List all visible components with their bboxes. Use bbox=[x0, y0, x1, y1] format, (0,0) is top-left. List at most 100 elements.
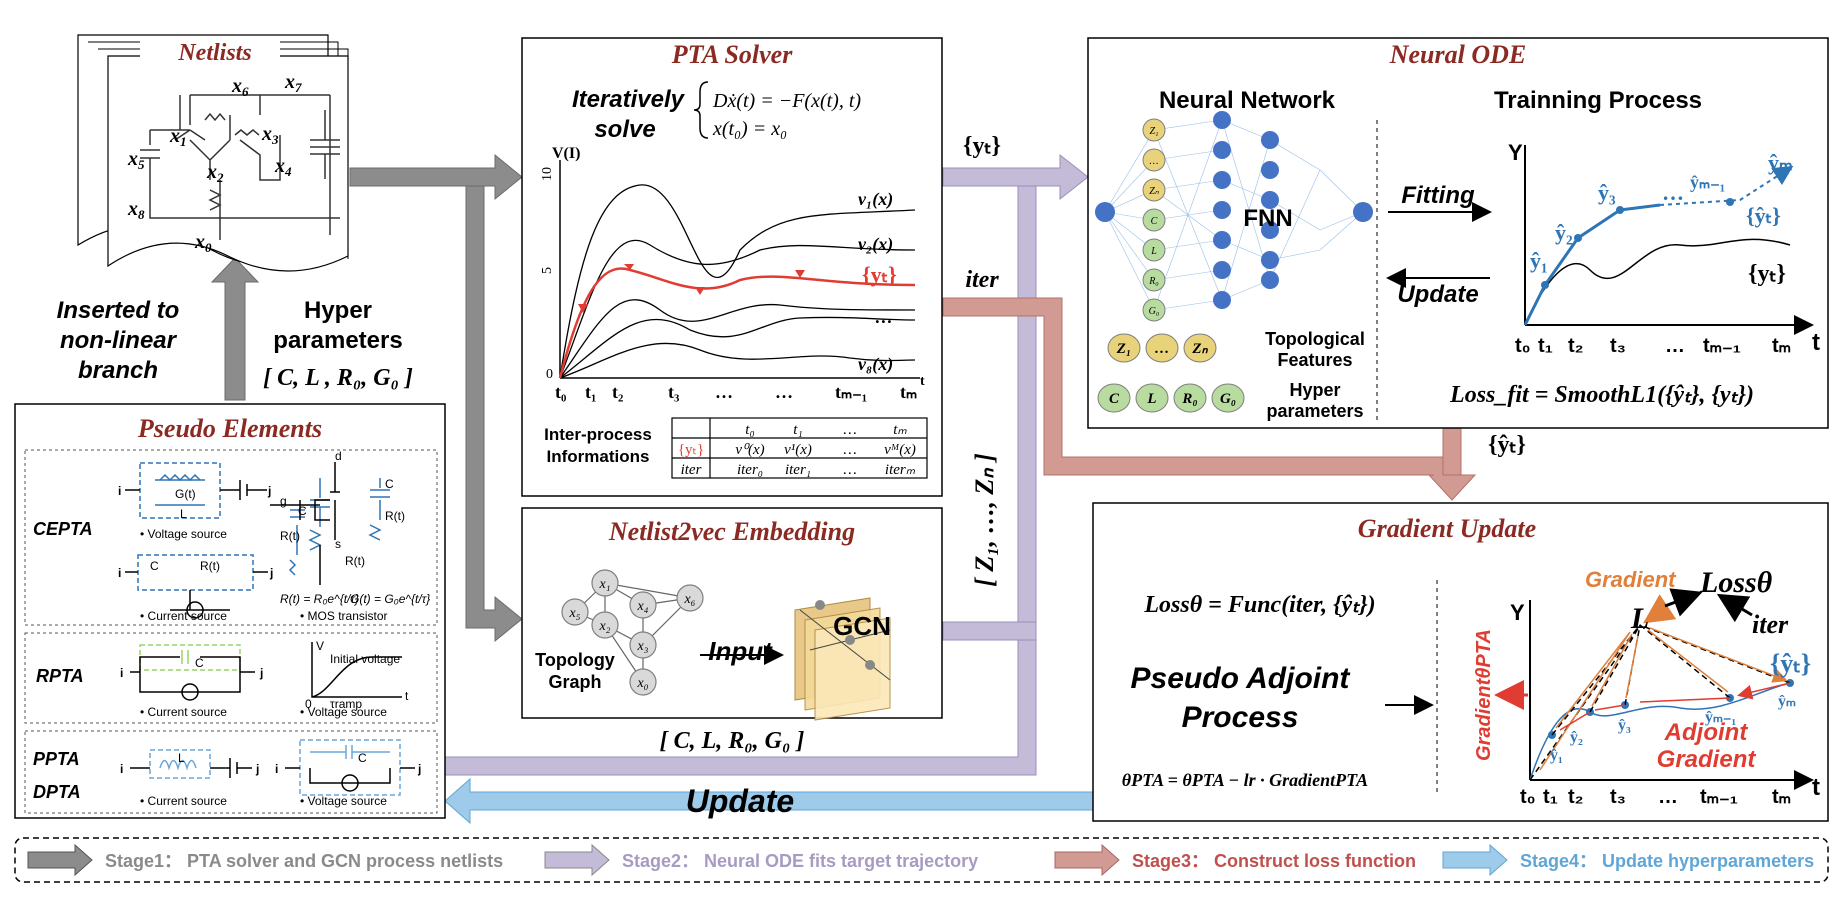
n2v-gcn-label: GCN bbox=[833, 611, 891, 641]
grad-tick-t0: t₀ bbox=[1520, 786, 1536, 808]
grad-yhat-m1: ŷₘ₋₁ bbox=[1705, 709, 1736, 726]
grad-plot-t: t bbox=[1812, 774, 1820, 801]
stage1-arrow-to-pta bbox=[349, 153, 523, 201]
legend-arrow-stage4 bbox=[1442, 843, 1508, 877]
fnn-in-zn: Zₙ bbox=[1149, 186, 1160, 197]
grad-pap-line2: Process bbox=[1182, 701, 1299, 734]
n2v-node-x1: x₁ bbox=[598, 577, 610, 592]
pta-curve-v2: v₂(x) bbox=[858, 234, 893, 255]
netlists-stack: Netlists x6 x7 x1 x3 x5 x2 x4 x8 x0 bbox=[77, 34, 349, 272]
pta-xtick-7: tₘ bbox=[900, 382, 917, 402]
ode-fnn-label: FNN bbox=[1243, 205, 1292, 232]
legend-stage4: Stage4： Update hyperparameters bbox=[1520, 851, 1814, 871]
pta-tr1-c2: v¹(x) bbox=[784, 442, 812, 458]
pta-th-tm: tₘ bbox=[893, 422, 907, 438]
stage3-arrow bbox=[942, 297, 1477, 501]
n2v-node-x2: x₂ bbox=[598, 619, 610, 634]
ode-topo-label1: Topological bbox=[1265, 329, 1365, 349]
grad-title: Gradient Update bbox=[1358, 514, 1536, 543]
pta-curve-v1: v₁(x) bbox=[858, 189, 893, 210]
pta-xtick-0: t₀ bbox=[555, 382, 566, 402]
ode-hyp-l: L bbox=[1146, 391, 1156, 407]
pta-tr1-c3: … bbox=[843, 442, 856, 458]
dpta-c: C bbox=[358, 751, 367, 765]
pta-ytick-0: 0 bbox=[546, 367, 553, 382]
grad-theta-eq: θPTA = θPTA − lr · GradientPTA bbox=[1122, 770, 1368, 790]
grad-yhat3: ŷ₃ bbox=[1618, 717, 1631, 734]
ode-yhat-m: ŷₘ bbox=[1768, 150, 1793, 175]
grad-yhat2: ŷ₂ bbox=[1570, 729, 1583, 746]
pta-th-ellipsis: … bbox=[843, 422, 856, 438]
pta-title: PTA Solver bbox=[671, 40, 794, 69]
pta-tr2-c3: … bbox=[843, 462, 856, 478]
rpta-vs: • Voltage source bbox=[300, 705, 387, 719]
stage4-arrow bbox=[444, 777, 1094, 825]
pta-tr1-c1: v⁰(x) bbox=[735, 442, 764, 458]
cepta-i2: i bbox=[118, 566, 121, 580]
ode-yhat3: ŷ₃ bbox=[1598, 180, 1616, 205]
ppta-label: PPTA bbox=[33, 749, 80, 769]
pseudo-title: Pseudo Elements bbox=[137, 414, 322, 443]
cepta-rt: R(t) bbox=[200, 559, 220, 573]
fnn-in-r0: R₀ bbox=[1148, 276, 1159, 287]
pta-tr2-c1: iter₀ bbox=[737, 462, 763, 478]
grad-yhat-m: ŷₘ bbox=[1778, 693, 1796, 710]
pta-th-t0: t₀ bbox=[745, 422, 754, 438]
grad-tick-ellipsis: … bbox=[1658, 786, 1678, 808]
pta-tr2-label: iter bbox=[681, 462, 702, 478]
inserted-line1: Inserted to bbox=[57, 297, 180, 324]
grad-tick-tm: tₘ bbox=[1772, 786, 1791, 808]
grad-pap-line1: Pseudo Adjoint bbox=[1131, 662, 1352, 695]
legend-stage1: Stage1： PTA solver and GCN process netli… bbox=[105, 851, 503, 871]
gcn-stack bbox=[794, 597, 891, 721]
cepta-vs: • Voltage source bbox=[140, 527, 227, 541]
stage2-arrow-gcn bbox=[942, 621, 1037, 641]
ode-hyp-g0: G₀ bbox=[1220, 391, 1236, 407]
legend-arrow-stage2 bbox=[544, 843, 610, 877]
cepta-label: CEPTA bbox=[33, 519, 93, 539]
rpta-j: j bbox=[259, 666, 263, 680]
mid-iter-label: iter bbox=[965, 267, 999, 293]
dpta-label: DPTA bbox=[33, 782, 81, 802]
grad-tick-t1: t₁ bbox=[1543, 786, 1558, 808]
n2v-node-x0: x₀ bbox=[636, 676, 648, 691]
ode-tick-ellipsis: … bbox=[1665, 335, 1685, 357]
ode-tick-tm: tₘ bbox=[1772, 335, 1791, 357]
n2v-bottom-label: [ C, L, R₀, G₀ ] bbox=[660, 728, 805, 754]
dpta-vs: • Voltage source bbox=[300, 794, 387, 808]
ode-loss-eq: Loss_fit = SmoothL1({ŷₜ}, {yₜ}) bbox=[1449, 382, 1754, 408]
n2v-title: Netlist2vec Embedding bbox=[608, 517, 855, 546]
ode-plot-y: Y bbox=[1508, 140, 1523, 165]
ode-hyp-c: C bbox=[1109, 391, 1120, 407]
grad-yhat1: ŷ₁ bbox=[1550, 747, 1563, 764]
g-formula: G(t) = G₀e^{t/τ} bbox=[350, 592, 430, 606]
hyper-line2: parameters bbox=[273, 327, 402, 354]
n2v-node-x6: x₆ bbox=[683, 592, 695, 607]
pta-iter-line1: Iteratively bbox=[572, 86, 686, 113]
cepta-c: C bbox=[150, 559, 159, 573]
ppta-l: L bbox=[178, 751, 185, 765]
ode-topo-zn: Zₙ bbox=[1191, 341, 1208, 357]
ode-update-label: Update bbox=[1397, 281, 1478, 308]
ode-plot-t: t bbox=[1812, 329, 1820, 356]
mos-s: s bbox=[335, 537, 341, 551]
cepta-j: j bbox=[267, 484, 271, 498]
pta-tr2-c2: iter₁ bbox=[785, 462, 811, 478]
pta-xtick-1: t₁ bbox=[585, 382, 596, 402]
mid-yhat-label: {ŷₜ} bbox=[1488, 432, 1526, 458]
pta-curve-yt: {yₜ} bbox=[862, 262, 897, 287]
cepta-j2: j bbox=[269, 566, 273, 580]
mid-yt-label: {yₜ} bbox=[963, 133, 1001, 159]
fnn-in-ellipsis: … bbox=[1150, 156, 1159, 167]
ppta-j: j bbox=[255, 762, 259, 776]
stage2-arrow-yt bbox=[942, 153, 1089, 201]
hyper-line1: Hyper bbox=[304, 297, 372, 324]
rpta-zero: 0 bbox=[305, 697, 312, 711]
legend-arrow-stage1 bbox=[27, 843, 93, 877]
grad-tick-t2: t₂ bbox=[1568, 786, 1584, 808]
mos-label: • MOS transistor bbox=[300, 609, 388, 623]
rpta-cs: • Current source bbox=[140, 705, 227, 719]
legend-stage2: Stage2： Neural ODE fits target trajector… bbox=[622, 851, 978, 871]
rpta-c: C bbox=[195, 656, 204, 670]
mid-z-label: [ Z₁, …, Zₙ ] bbox=[970, 453, 999, 587]
